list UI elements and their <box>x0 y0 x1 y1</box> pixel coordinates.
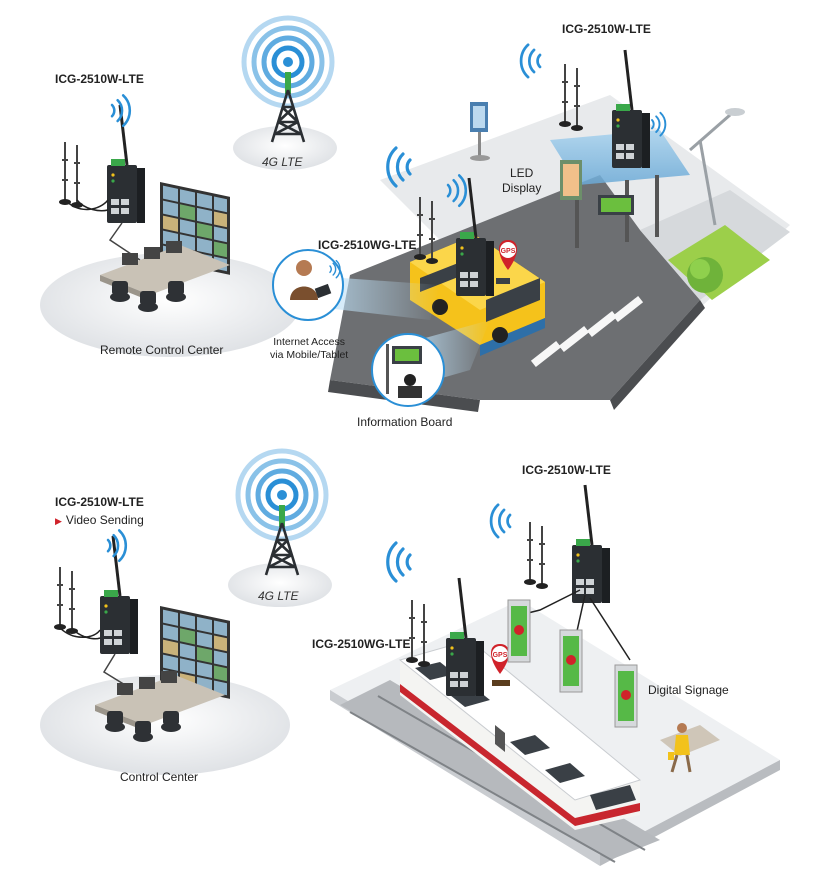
tower-base-disc-bottom <box>228 563 332 607</box>
control-center-label: Control Center <box>120 770 199 784</box>
bus-device-label: ICG-2510WG-LTE <box>318 238 417 252</box>
info-board-label: Information Board <box>357 415 453 429</box>
cell-tower-icon-bottom <box>238 451 326 575</box>
video-sending-text: Video Sending <box>65 513 144 527</box>
tower-base-disc <box>233 126 337 170</box>
cell-tower-icon <box>244 18 332 142</box>
digital-signage-label: Digital Signage <box>648 683 729 697</box>
busstop-wifi-icon <box>519 43 542 79</box>
mobile-access-label: Internet Access via Mobile/Tablet <box>270 336 349 361</box>
station-wifi-icon <box>489 503 512 539</box>
station-router-device <box>570 483 612 605</box>
control-antennas <box>53 566 79 635</box>
mobile-user-circle <box>272 249 344 321</box>
control-device-label: ICG-2510W-LTE <box>55 495 144 509</box>
train-gps-pin: GPS <box>491 644 509 674</box>
digital-signage-panels <box>507 599 638 728</box>
remote-center-label: Remote Control Center <box>100 343 224 357</box>
bus-gps-pin: GPS <box>499 240 517 270</box>
station-antennas <box>523 521 549 590</box>
station-device-label: ICG-2510W-LTE <box>522 463 611 477</box>
passenger-figure <box>668 723 692 773</box>
led-display-label: LED Display <box>502 166 542 195</box>
led-sign-post <box>470 102 490 161</box>
video-sending-label: ▶Video Sending <box>55 513 144 527</box>
gps-badge-top: GPS <box>501 248 516 255</box>
control-router-device <box>98 534 140 656</box>
remote-antennas <box>58 141 84 209</box>
remote-device-label: ICG-2510W-LTE <box>55 72 144 86</box>
busstop-router-device <box>610 48 652 170</box>
gps-badge-bottom: GPS <box>493 652 508 659</box>
top-tower-label: 4G LTE <box>262 155 303 169</box>
info-board-circle <box>371 333 445 407</box>
control-wifi-icon <box>106 529 128 563</box>
play-arrow-icon: ▶ <box>55 516 62 526</box>
bottom-tower-label: 4G LTE <box>258 589 299 603</box>
train-device-label: ICG-2510WG-LTE <box>312 637 411 651</box>
train-wifi-icon <box>386 541 412 583</box>
busstop-device-label: ICG-2510W-LTE <box>562 22 651 36</box>
